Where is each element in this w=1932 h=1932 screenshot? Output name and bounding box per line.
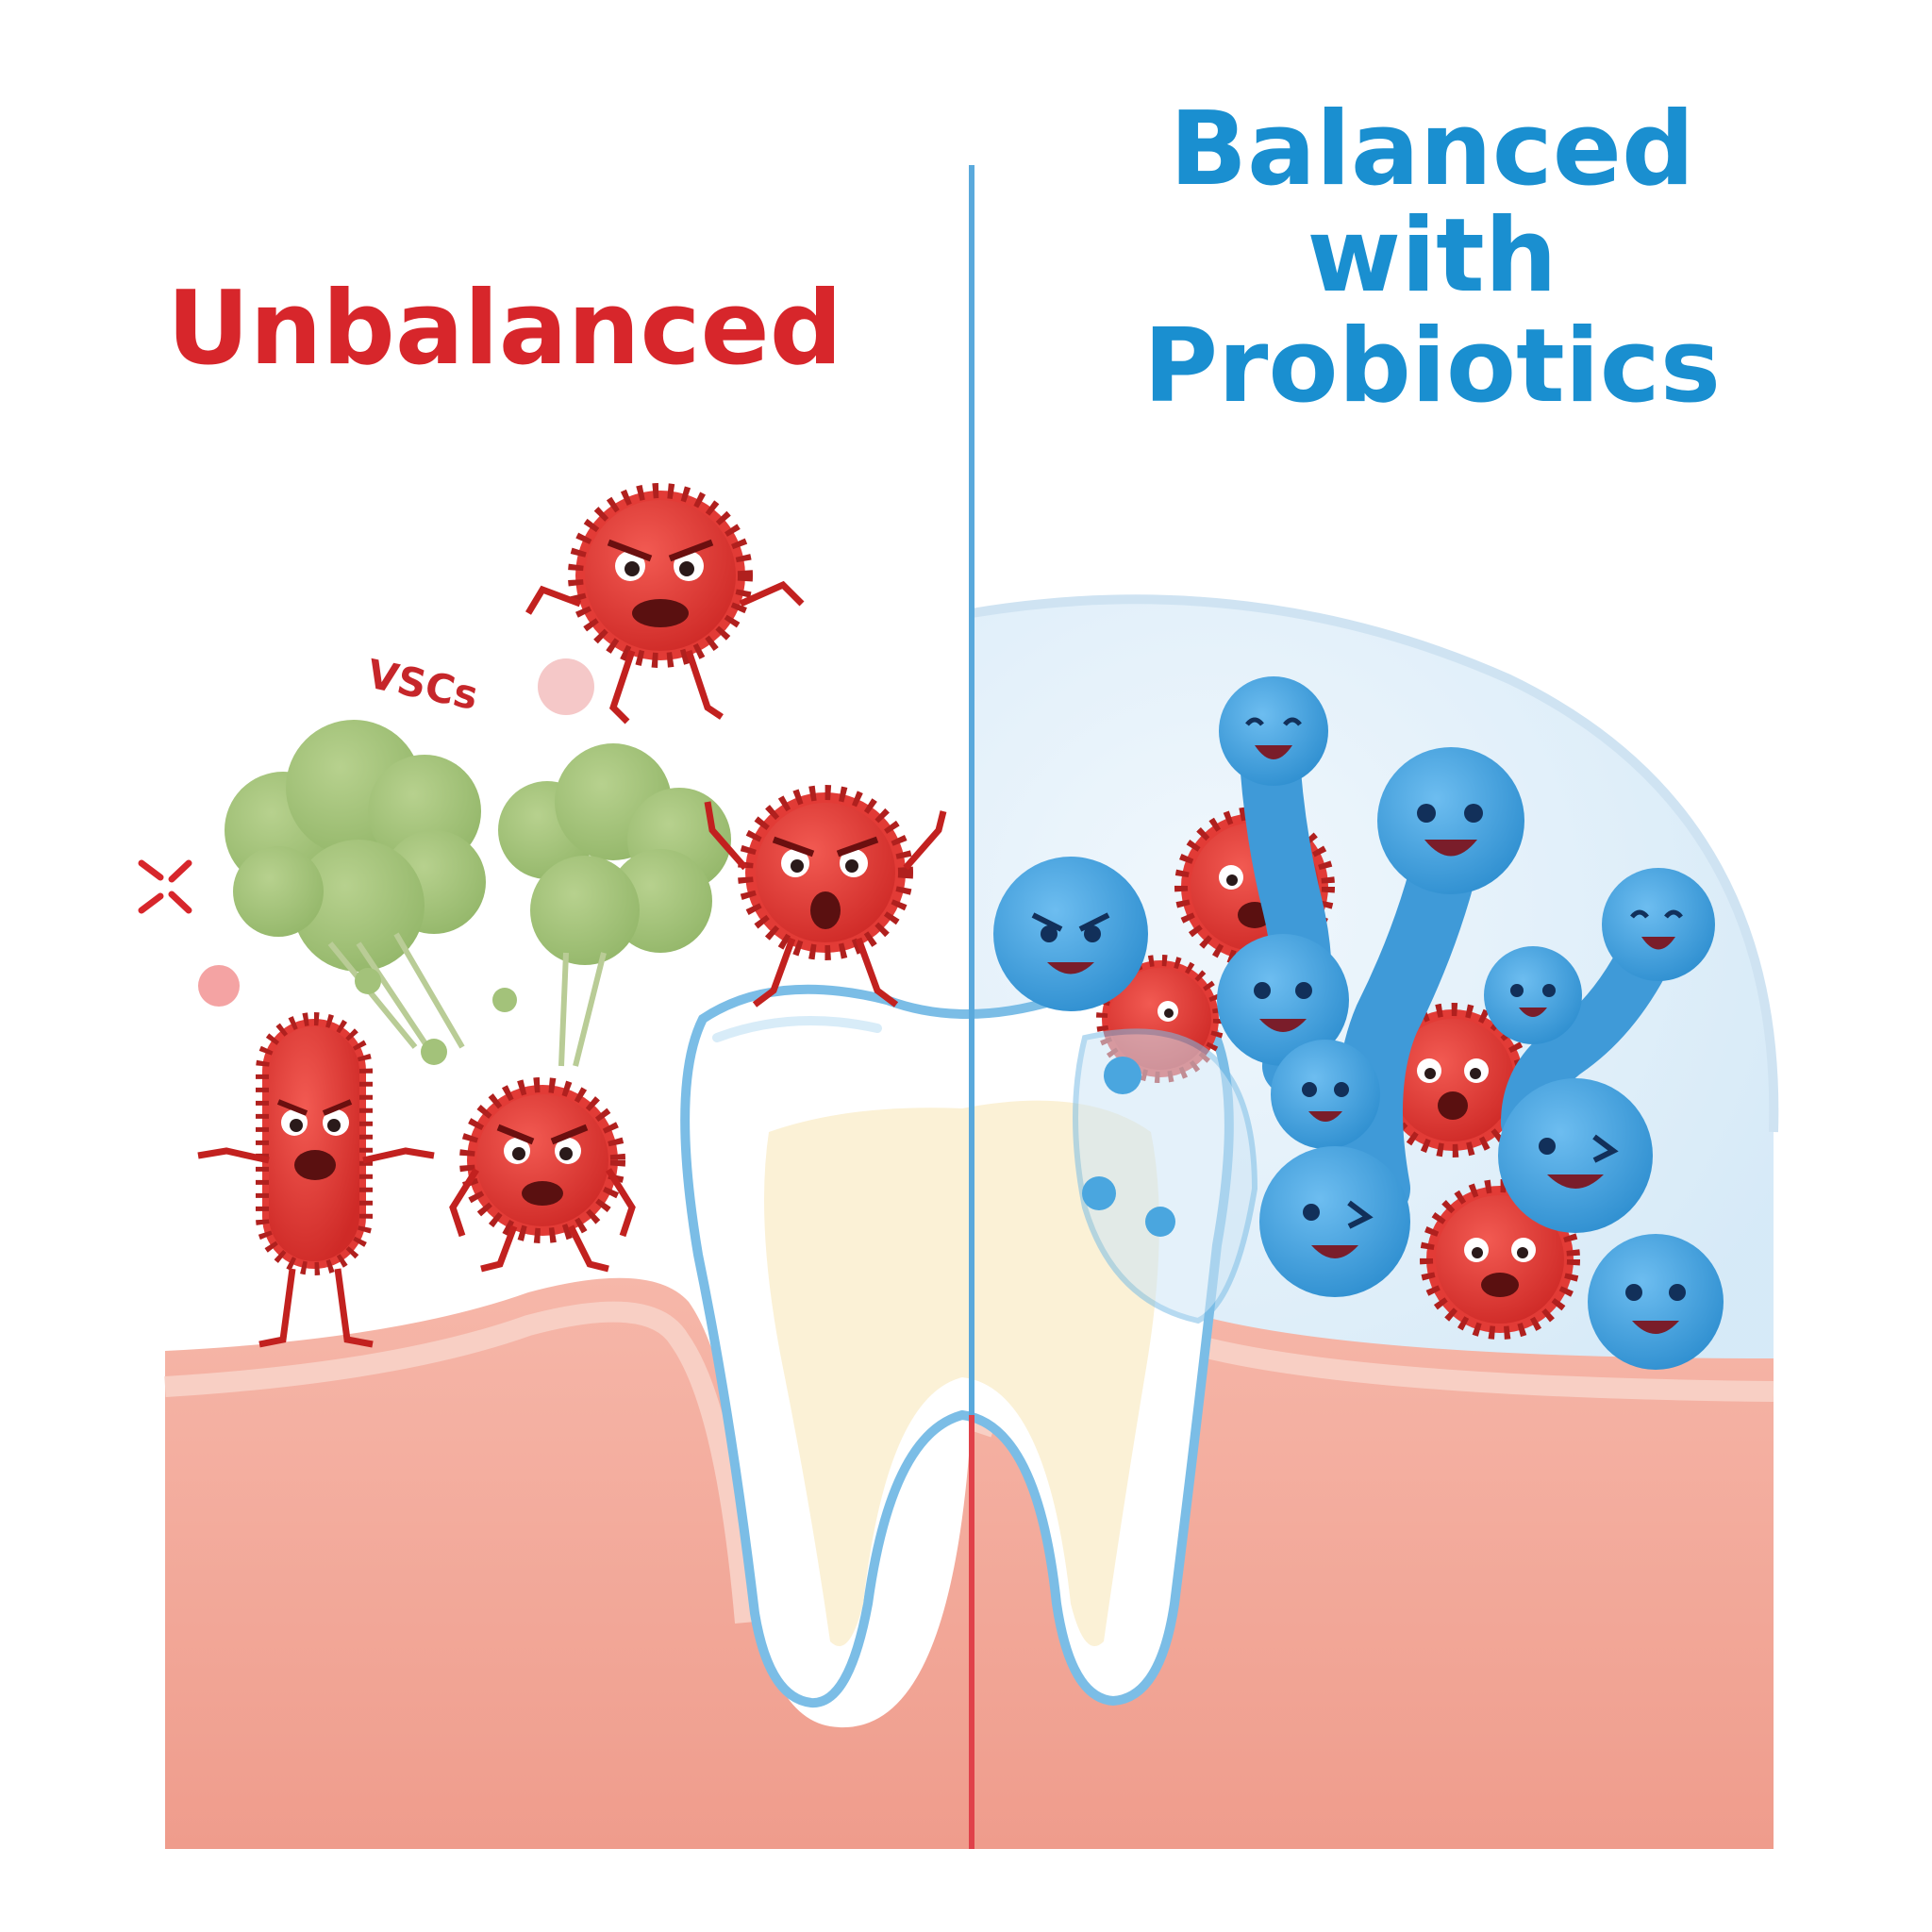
blocked-red-bacteria-2	[1375, 1003, 1530, 1158]
gum-highlight	[164, 1301, 756, 1624]
title-balanced-line2: with	[1307, 197, 1557, 315]
title-balanced-line3: Probiotics	[1143, 308, 1721, 425]
anger-mark-icon	[138, 859, 192, 914]
angry-red-rod-bacteria	[197, 1012, 435, 1348]
shield-bubble-2	[1082, 1176, 1116, 1210]
happy-blue-probiotic-4	[1498, 1078, 1653, 1233]
angry-red-bacteria-lower	[449, 1077, 636, 1273]
happy-blue-probiotic-stalk-2	[1337, 747, 1524, 1222]
irritation-burst-icon	[198, 965, 240, 1007]
odor-cloud-right	[492, 743, 731, 1067]
tooth-enamel-shine	[712, 1016, 882, 1042]
tooth-dentin	[764, 1100, 1159, 1646]
angry-red-bacteria-top	[525, 483, 805, 724]
happy-blue-probiotic-1	[993, 857, 1148, 1011]
shield-bubble-3	[1145, 1207, 1175, 1237]
happy-blue-probiotic-3	[1271, 1040, 1380, 1149]
odor-cloud-left	[225, 720, 486, 1065]
title-unbalanced: Unbalanced	[167, 270, 842, 388]
happy-blue-probiotic-2	[1217, 934, 1349, 1066]
happy-blue-probiotic-6	[1588, 1234, 1724, 1370]
shield-bubble-1	[1104, 1057, 1141, 1094]
vscs-label: VSCs	[363, 651, 482, 720]
protective-bubble-outline	[971, 594, 1779, 1133]
title-balanced-line1: Balanced	[1170, 91, 1695, 208]
angry-red-bacteria-middle	[704, 785, 947, 1008]
sore-spot-icon	[538, 658, 594, 715]
happy-blue-probiotic-5	[1259, 1146, 1410, 1297]
protective-shield	[1073, 1028, 1258, 1324]
happy-blue-probiotic-stalk-4	[1484, 946, 1582, 1044]
